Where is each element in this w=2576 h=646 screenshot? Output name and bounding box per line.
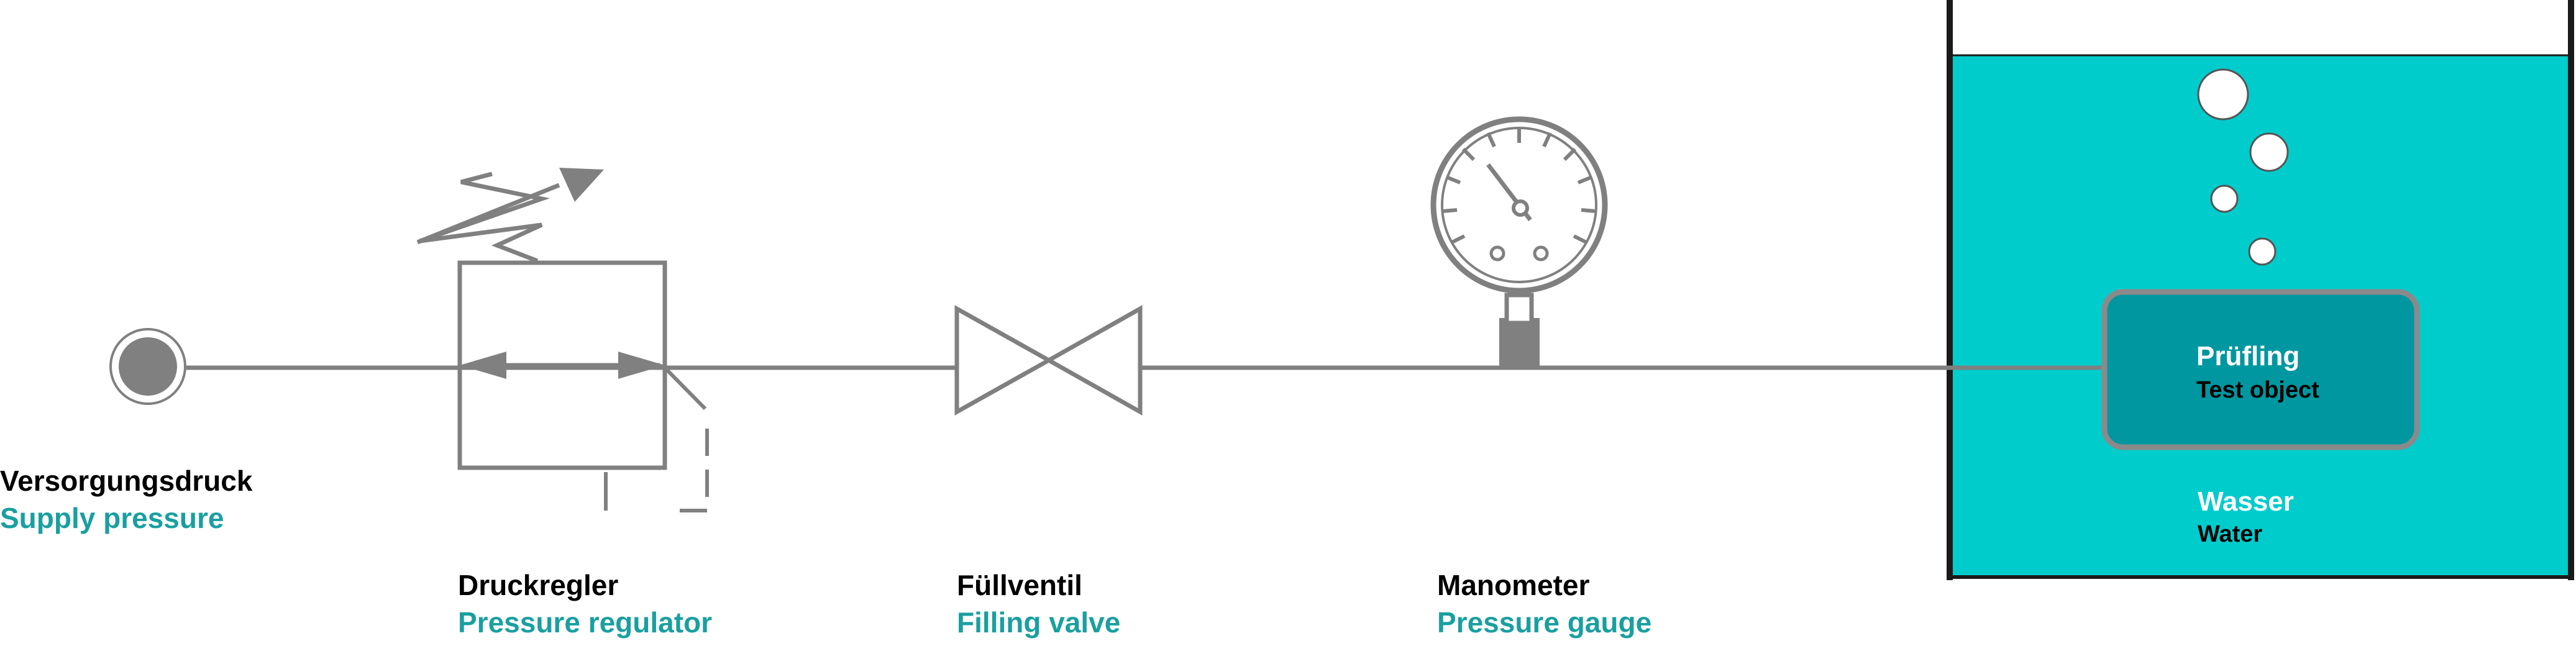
regulator-label-de: Druckregler [458,569,618,601]
regulator-label-en: Pressure regulator [458,606,712,639]
valve-label-de: Füllventil [957,569,1082,601]
gauge-ticks [1442,128,1596,244]
valve-label-en: Filling valve [957,606,1120,639]
bubble [2248,237,2277,266]
gauge-label: Manometer Pressure gauge [1437,569,1651,639]
water-label-en: Water [2198,521,2262,547]
regulator-label: Druckregler Pressure regulator [458,569,712,639]
bubble [2210,184,2239,213]
bubble [2249,132,2289,172]
test-object-label: Prüfling Test object [2196,341,2319,403]
test-object-label-en: Test object [2196,377,2319,403]
gauge-label-de: Manometer [1437,569,1589,601]
water-label: Wasser Water [2198,486,2294,547]
test-object-label-de: Prüfling [2196,341,2300,371]
supply-label-en: Supply pressure [0,502,224,534]
supply-port-icon [109,328,186,405]
test-object [2101,289,2420,450]
pressure-regulator-icon [416,168,709,512]
air-bubbles [2197,68,2289,266]
supply-label: Versorgungsdruck Supply pressure [0,465,253,534]
valve-icon [954,305,1143,416]
pressure-gauge-icon [1430,116,1608,368]
gauge-label-en: Pressure gauge [1437,606,1651,639]
supply-label-de: Versorgungsdruck [0,465,253,497]
valve-label: Füllventil Filling valve [957,569,1120,639]
water-label-de: Wasser [2198,486,2294,517]
bubble [2197,68,2249,121]
